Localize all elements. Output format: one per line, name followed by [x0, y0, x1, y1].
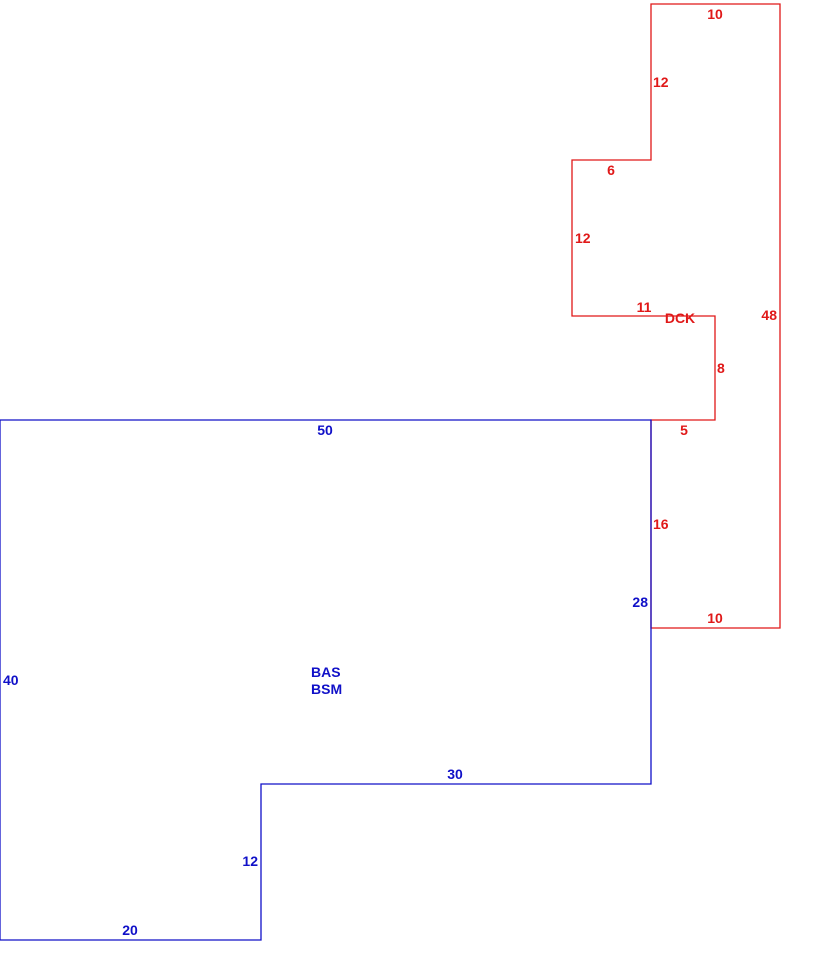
deck-dim-middle-horizontal: 11 [637, 299, 652, 315]
deck-dim-middle-left-vertical: 12 [575, 230, 591, 246]
main-area-labels: BAS BSM [311, 664, 342, 697]
deck-area-label: DCK [665, 310, 695, 326]
main-dim-bottom: 20 [122, 922, 138, 938]
deck-dim-upper-left-vertical: 12 [653, 74, 669, 90]
main-area-label-bsm: BSM [311, 681, 342, 697]
deck-dim-upper-step: 6 [607, 162, 615, 178]
deck-dim-bottom: 10 [707, 610, 723, 626]
deck-outline [571, 3, 781, 629]
main-area-label-bas: BAS [311, 664, 341, 680]
main-dim-top: 50 [317, 422, 333, 438]
main-dim-middle-horizontal: 30 [447, 766, 463, 782]
main-dim-inner-vertical: 12 [242, 853, 258, 869]
main-dim-right-upper: 28 [632, 594, 648, 610]
main-structure-dimensions: 50 28 40 30 12 20 [3, 422, 648, 938]
main-structure-outline [0, 419, 652, 941]
deck-dim-notch-vertical: 8 [717, 360, 725, 376]
deck-dim-top: 10 [707, 6, 723, 22]
deck-dim-lower-left-vertical: 16 [653, 516, 669, 532]
deck-dimensions: 10 12 6 12 11 48 8 5 16 10 [575, 6, 777, 626]
deck-dim-notch-horizontal: 5 [680, 422, 688, 438]
main-dim-left: 40 [3, 672, 19, 688]
deck-dim-right: 48 [761, 307, 777, 323]
